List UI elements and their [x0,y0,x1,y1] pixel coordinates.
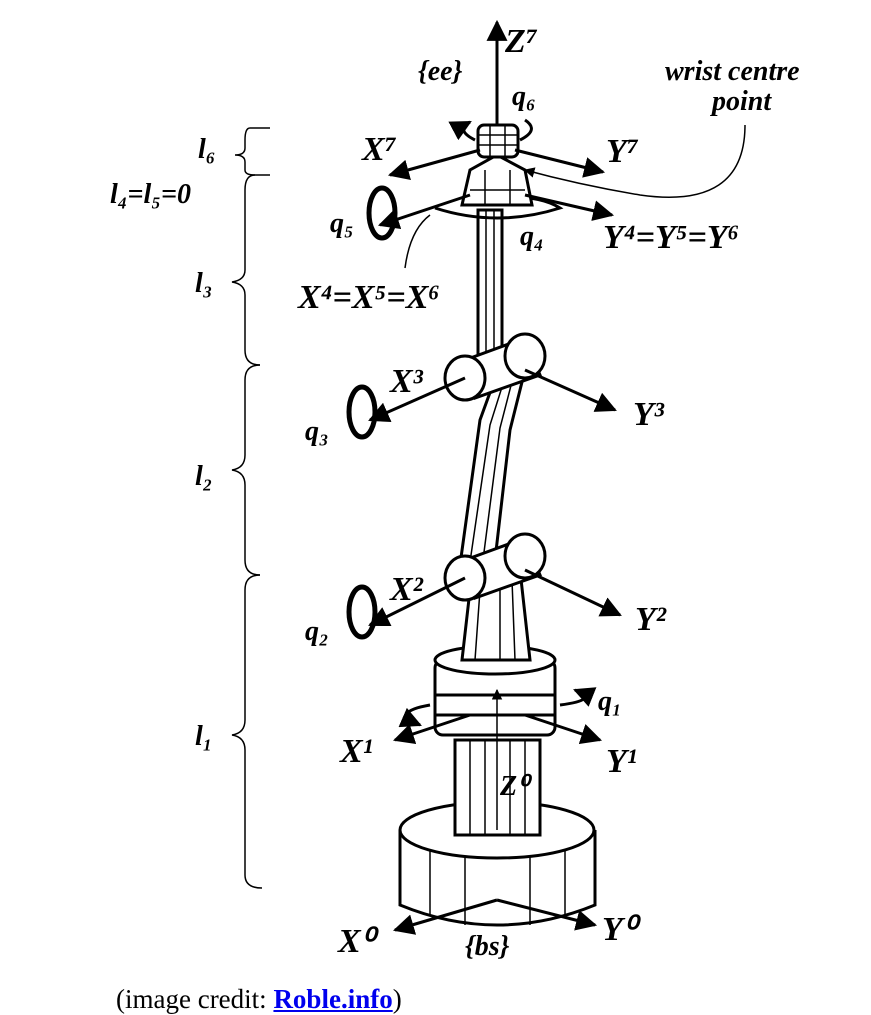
label-q1: q₁ [598,686,622,717]
image-credit-caption: (image credit: Roble.info) [116,984,402,1015]
label-y3: Y³ [633,396,665,433]
label-x2: X² [389,571,424,608]
label-q3: q₃ [305,416,329,447]
label-l1: l₁ [195,721,213,752]
label-bs: {bs} [465,931,510,962]
label-l4-l5: l₄=l₅=0 [110,179,191,210]
x456-leader-line [404,214,431,269]
caption-suffix: ) [392,984,402,1014]
label-z7: Z⁷ [504,23,538,60]
caption-prefix: (image credit: [116,984,274,1014]
label-z0: Z⁰ [499,771,533,802]
label-l6: l₆ [198,134,216,165]
wrist-leader-line [523,124,746,198]
label-wrist-centre: wrist centre [665,56,800,87]
label-y4-y5-y6: Y⁴=Y⁵=Y⁶ [603,219,740,256]
image-credit-link[interactable]: Roble.info [273,984,393,1014]
label-ee: {ee} [418,56,463,87]
robot-arm-diagram: Z⁷ {ee} q₆ wrist centre point l₆ l₄=l₅=0… [110,19,800,962]
label-x7: X⁷ [361,131,397,168]
label-y0: Y⁰ [602,911,642,948]
wrist [434,118,564,220]
label-l3: l₃ [195,268,213,299]
label-q4: q₄ [520,221,544,252]
link-length-braces [231,127,270,889]
label-x0: X⁰ [337,923,380,960]
label-l2: l₂ [195,461,213,492]
label-q2: q₂ [305,616,329,647]
rotation-symbols [346,185,398,640]
label-q5: q₅ [330,208,354,239]
label-y2: Y² [635,601,667,638]
label-x3: X³ [389,363,424,400]
label-x4-x5-x6: X⁴=X⁵=X⁶ [297,279,440,316]
link-3 [476,208,504,367]
label-wrist-point: point [710,86,772,117]
label-y7: Y⁷ [606,133,639,170]
label-q6: q₆ [512,81,536,112]
label-y1: Y¹ [606,743,637,780]
label-x1: X¹ [339,733,373,770]
